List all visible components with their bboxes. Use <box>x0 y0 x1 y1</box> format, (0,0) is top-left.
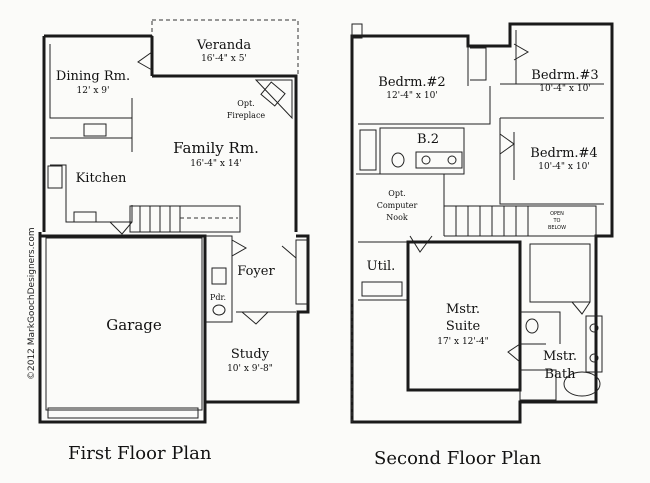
bedroom2-dims: 12'-4" x 10' <box>386 91 438 101</box>
second-floor-plan: Bedrm.#2 12'-4" x 10' Bedrm.#3 10'-4" x … <box>350 22 614 424</box>
bath2-toilet <box>391 152 405 168</box>
veranda-dims: 16'-4" x 5' <box>201 54 247 64</box>
garage-inner-wall <box>45 237 203 411</box>
front-porch <box>295 239 309 305</box>
second-stair-treads <box>455 206 529 236</box>
bedroom3-dims: 10'-4" x 10' <box>539 84 591 94</box>
fireplace-box <box>260 81 286 107</box>
dining-partitions <box>49 44 133 152</box>
dining-label: Dining Rm. <box>56 69 130 84</box>
bedroom4-dims: 10'-4" x 10' <box>538 162 590 172</box>
master-tub <box>563 371 601 397</box>
bath2-tub <box>359 129 377 171</box>
bedroom4-label: Bedrm.#4 <box>530 146 597 161</box>
kitchen-garage-door <box>109 221 133 235</box>
front-door-swing <box>281 245 297 288</box>
bath2-label: B.2 <box>417 132 439 147</box>
master-shower <box>519 369 557 401</box>
copyright-notice: ©2012 MarkGoochDesigners.com <box>27 227 37 380</box>
second-floor-exterior-walls <box>350 22 614 424</box>
powder-sink <box>212 304 226 316</box>
family-label: Family Rm. <box>173 139 259 157</box>
master-vanity <box>585 315 603 373</box>
open-below-line1: OPEN <box>550 211 564 217</box>
bath2-vanity <box>415 151 463 169</box>
second-floor-stairs <box>444 205 597 237</box>
first-floor-stairs <box>129 205 241 233</box>
nook-label-line2: Computer <box>377 201 418 210</box>
master-suite-label-line2: Suite <box>446 319 481 334</box>
veranda-label: Veranda <box>196 38 252 53</box>
second-floor-corner <box>351 23 363 39</box>
kitchen-dishwasher <box>73 211 97 223</box>
bath2-sink-left <box>421 155 431 165</box>
fireplace-label-line1: Opt. <box>237 99 254 108</box>
utility-label: Util. <box>367 259 396 274</box>
master-suite-label-line1: Mstr. <box>446 302 480 317</box>
bedroom3-walls <box>500 30 604 85</box>
nook-label-line1: Opt. <box>388 189 405 198</box>
kitchen-sink <box>83 123 107 137</box>
garage-label: Garage <box>106 316 162 334</box>
dining-dims: 12' x 9' <box>77 86 110 96</box>
nook-label-line3: Nook <box>386 213 408 222</box>
utility-washer-dryer <box>361 281 403 297</box>
open-below-line2: TO <box>553 218 561 224</box>
first-floor-title: First Floor Plan <box>68 443 212 464</box>
bedroom2-walls <box>358 46 491 125</box>
study-label: Study <box>231 347 270 362</box>
study-door <box>241 311 269 325</box>
bath2-sink-right <box>447 155 457 165</box>
bedroom4-door <box>499 133 515 155</box>
first-floor-plan: Veranda 16'-4" x 5' Dining Rm. 12' x 9' … <box>38 19 310 424</box>
master-closet <box>529 243 591 303</box>
nook-walls <box>356 173 445 236</box>
kitchen-counter <box>50 164 133 223</box>
powder-door <box>231 239 248 257</box>
second-floor-title: Second Floor Plan <box>374 448 542 469</box>
open-below-line3: BELOW <box>548 225 566 231</box>
first-floor-exterior-walls-bottom <box>38 232 310 424</box>
family-dims: 16'-4" x 14' <box>190 159 242 169</box>
master-sink-upper <box>589 323 599 333</box>
bedroom2-label: Bedrm.#2 <box>378 75 445 90</box>
master-toilet <box>525 318 539 334</box>
kitchen-label: Kitchen <box>76 171 127 186</box>
master-bath-label-line1: Mstr. <box>543 349 577 364</box>
master-bath-wc <box>520 311 561 345</box>
nook-door <box>409 235 433 253</box>
bedroom3-label: Bedrm.#3 <box>531 68 598 83</box>
master-sink-lower <box>589 353 599 363</box>
fireplace-outline <box>254 79 293 120</box>
bedroom2-closet <box>470 47 487 81</box>
first-floor-exterior-walls-top <box>42 34 298 232</box>
fireplace-label-line2: Fireplace <box>227 111 266 120</box>
foyer-label: Foyer <box>237 264 275 279</box>
master-closet-door <box>571 301 591 315</box>
garage-door <box>47 407 199 419</box>
master-suite-dims: 17' x 12'-4" <box>437 337 489 347</box>
toilet-tank <box>211 267 227 285</box>
powder-label: Pdr. <box>210 293 226 302</box>
study-dims: 10' x 9'-8" <box>227 364 273 374</box>
kitchen-range <box>47 165 63 189</box>
bedroom3-door <box>513 43 530 61</box>
master-bath-label-line2: Bath <box>545 367 577 382</box>
master-bath-door <box>507 343 521 363</box>
stair-treads <box>139 206 181 232</box>
dining-door <box>137 51 153 71</box>
bedroom4-walls <box>499 117 604 205</box>
powder-room-walls <box>205 235 233 323</box>
